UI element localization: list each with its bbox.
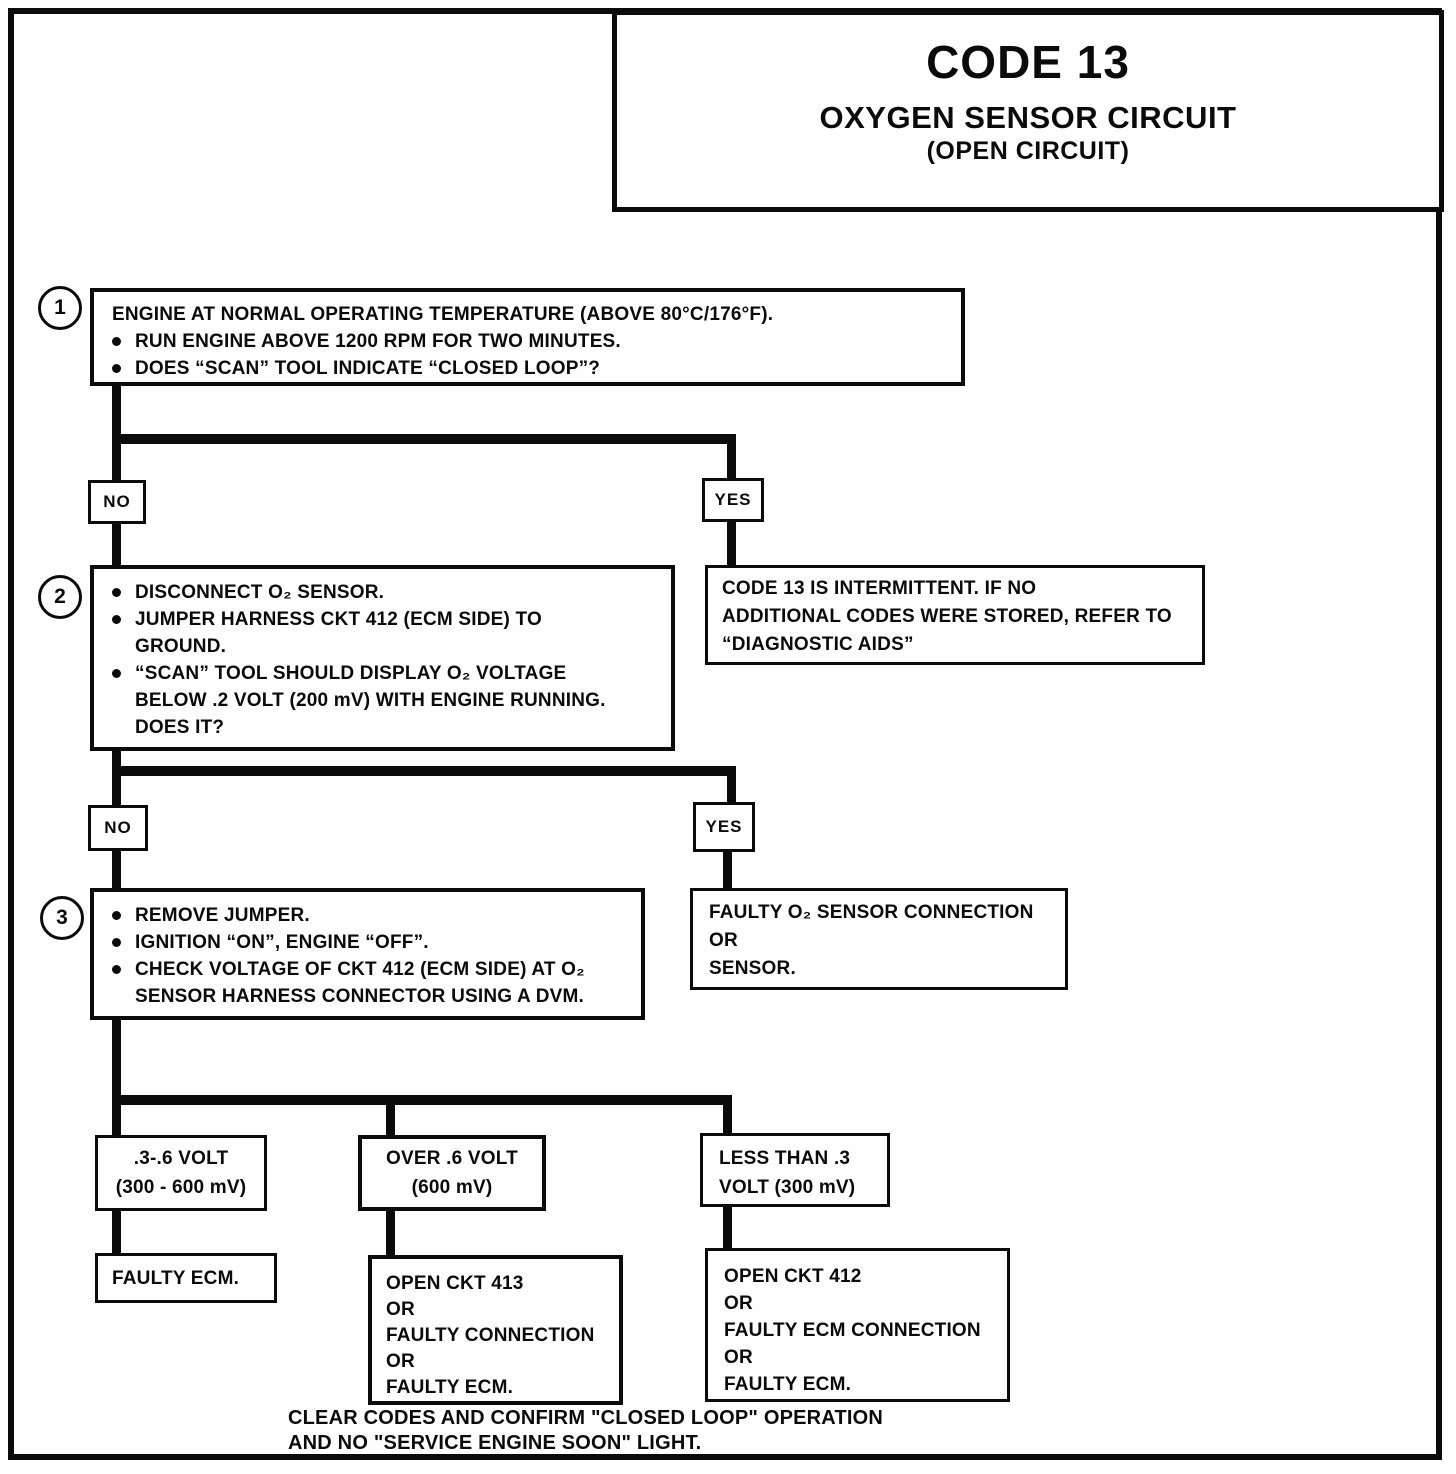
connector-line [723,1207,732,1248]
connector-line [727,776,736,802]
branch2-yes-label: YES [693,802,755,852]
connector-line [112,434,736,444]
step1-bullet-1: RUN ENGINE ABOVE 1200 RPM FOR TWO MINUTE… [108,328,947,355]
connector-line [112,444,121,480]
faulty-sensor-box: FAULTY O₂ SENSOR CONNECTION OR SENSOR. [690,888,1068,990]
connector-line [112,751,121,771]
title-subtitle: (OPEN CIRCUIT) [926,137,1130,165]
step-number-1-label: 1 [54,296,66,319]
voltage-under-box: LESS THAN .3 VOLT (300 mV) [700,1133,890,1207]
bullet-icon [112,615,121,624]
connector-line [112,524,121,565]
connector-line [112,776,121,805]
connector-line [386,1211,395,1255]
connector-line [723,852,732,888]
title-main: OXYGEN SENSOR CIRCUIT [819,100,1237,135]
step-number-2-label: 2 [54,585,66,608]
result-ckt412-box: OPEN CKT 412 OR FAULTY ECM CONNECTION OR… [705,1248,1010,1402]
bullet-icon [112,911,121,920]
branch2-no-label: NO [88,805,148,851]
bullet-icon [112,588,121,597]
voltage-over-box: OVER .6 VOLT (600 mV) [358,1135,546,1211]
step-number-3-label: 3 [56,906,68,929]
voltage-range-mid-box: .3-.6 VOLT (300 - 600 mV) [95,1135,267,1211]
connector-line [727,522,736,565]
connector-line [112,1095,732,1105]
code13-intermittent-box: CODE 13 IS INTERMITTENT. IF NO ADDITIONA… [705,565,1205,665]
bullet-icon [112,337,121,346]
connector-line [112,766,736,776]
bullet-icon [112,938,121,947]
step2-box: DISCONNECT O₂ SENSOR. JUMPER HARNESS CKT… [90,565,675,751]
result-faulty-ecm-box: FAULTY ECM. [95,1253,277,1303]
step1-heading: ENGINE AT NORMAL OPERATING TEMPERATURE (… [112,304,774,325]
branch1-no-label: NO [88,480,146,524]
step2-bullet-3: “SCAN” TOOL SHOULD DISPLAY O₂ VOLTAGE BE… [108,660,657,741]
step1-bullet-2: DOES “SCAN” TOOL INDICATE “CLOSED LOOP”? [108,355,947,382]
step3-box: REMOVE JUMPER. IGNITION “ON”, ENGINE “OF… [90,888,645,1020]
connector-line [386,1105,395,1135]
connector-line [723,1105,732,1133]
footer-note: CLEAR CODES AND CONFIRM "CLOSED LOOP" OP… [288,1407,884,1454]
step-number-1: 1 [38,286,82,330]
title-code: CODE 13 [926,36,1130,88]
step3-bullet-1: REMOVE JUMPER. [108,902,627,929]
bullet-icon [112,669,121,678]
step2-bullet-1: DISCONNECT O₂ SENSOR. [108,579,657,606]
step3-bullet-2: IGNITION “ON”, ENGINE “OFF”. [108,929,627,956]
bullet-icon [112,364,121,373]
connector-line [112,1211,121,1255]
connector-line [112,851,121,888]
connector-line [112,386,121,438]
result-ckt413-box: OPEN CKT 413 OR FAULTY CONNECTION OR FAU… [368,1255,623,1405]
title-box: CODE 13 OXYGEN SENSOR CIRCUIT (OPEN CIRC… [612,10,1444,212]
step3-bullet-3: CHECK VOLTAGE OF CKT 412 (ECM SIDE) AT O… [108,956,627,1010]
step-number-3: 3 [40,896,84,940]
branch1-yes-label: YES [702,478,764,522]
connector-line [112,1020,121,1100]
connector-line [112,1105,121,1135]
bullet-icon [112,965,121,974]
step1-box: ENGINE AT NORMAL OPERATING TEMPERATURE (… [90,288,965,386]
step-number-2: 2 [38,575,82,619]
step2-bullet-2: JUMPER HARNESS CKT 412 (ECM SIDE) TO GRO… [108,606,657,660]
connector-line [727,444,736,480]
